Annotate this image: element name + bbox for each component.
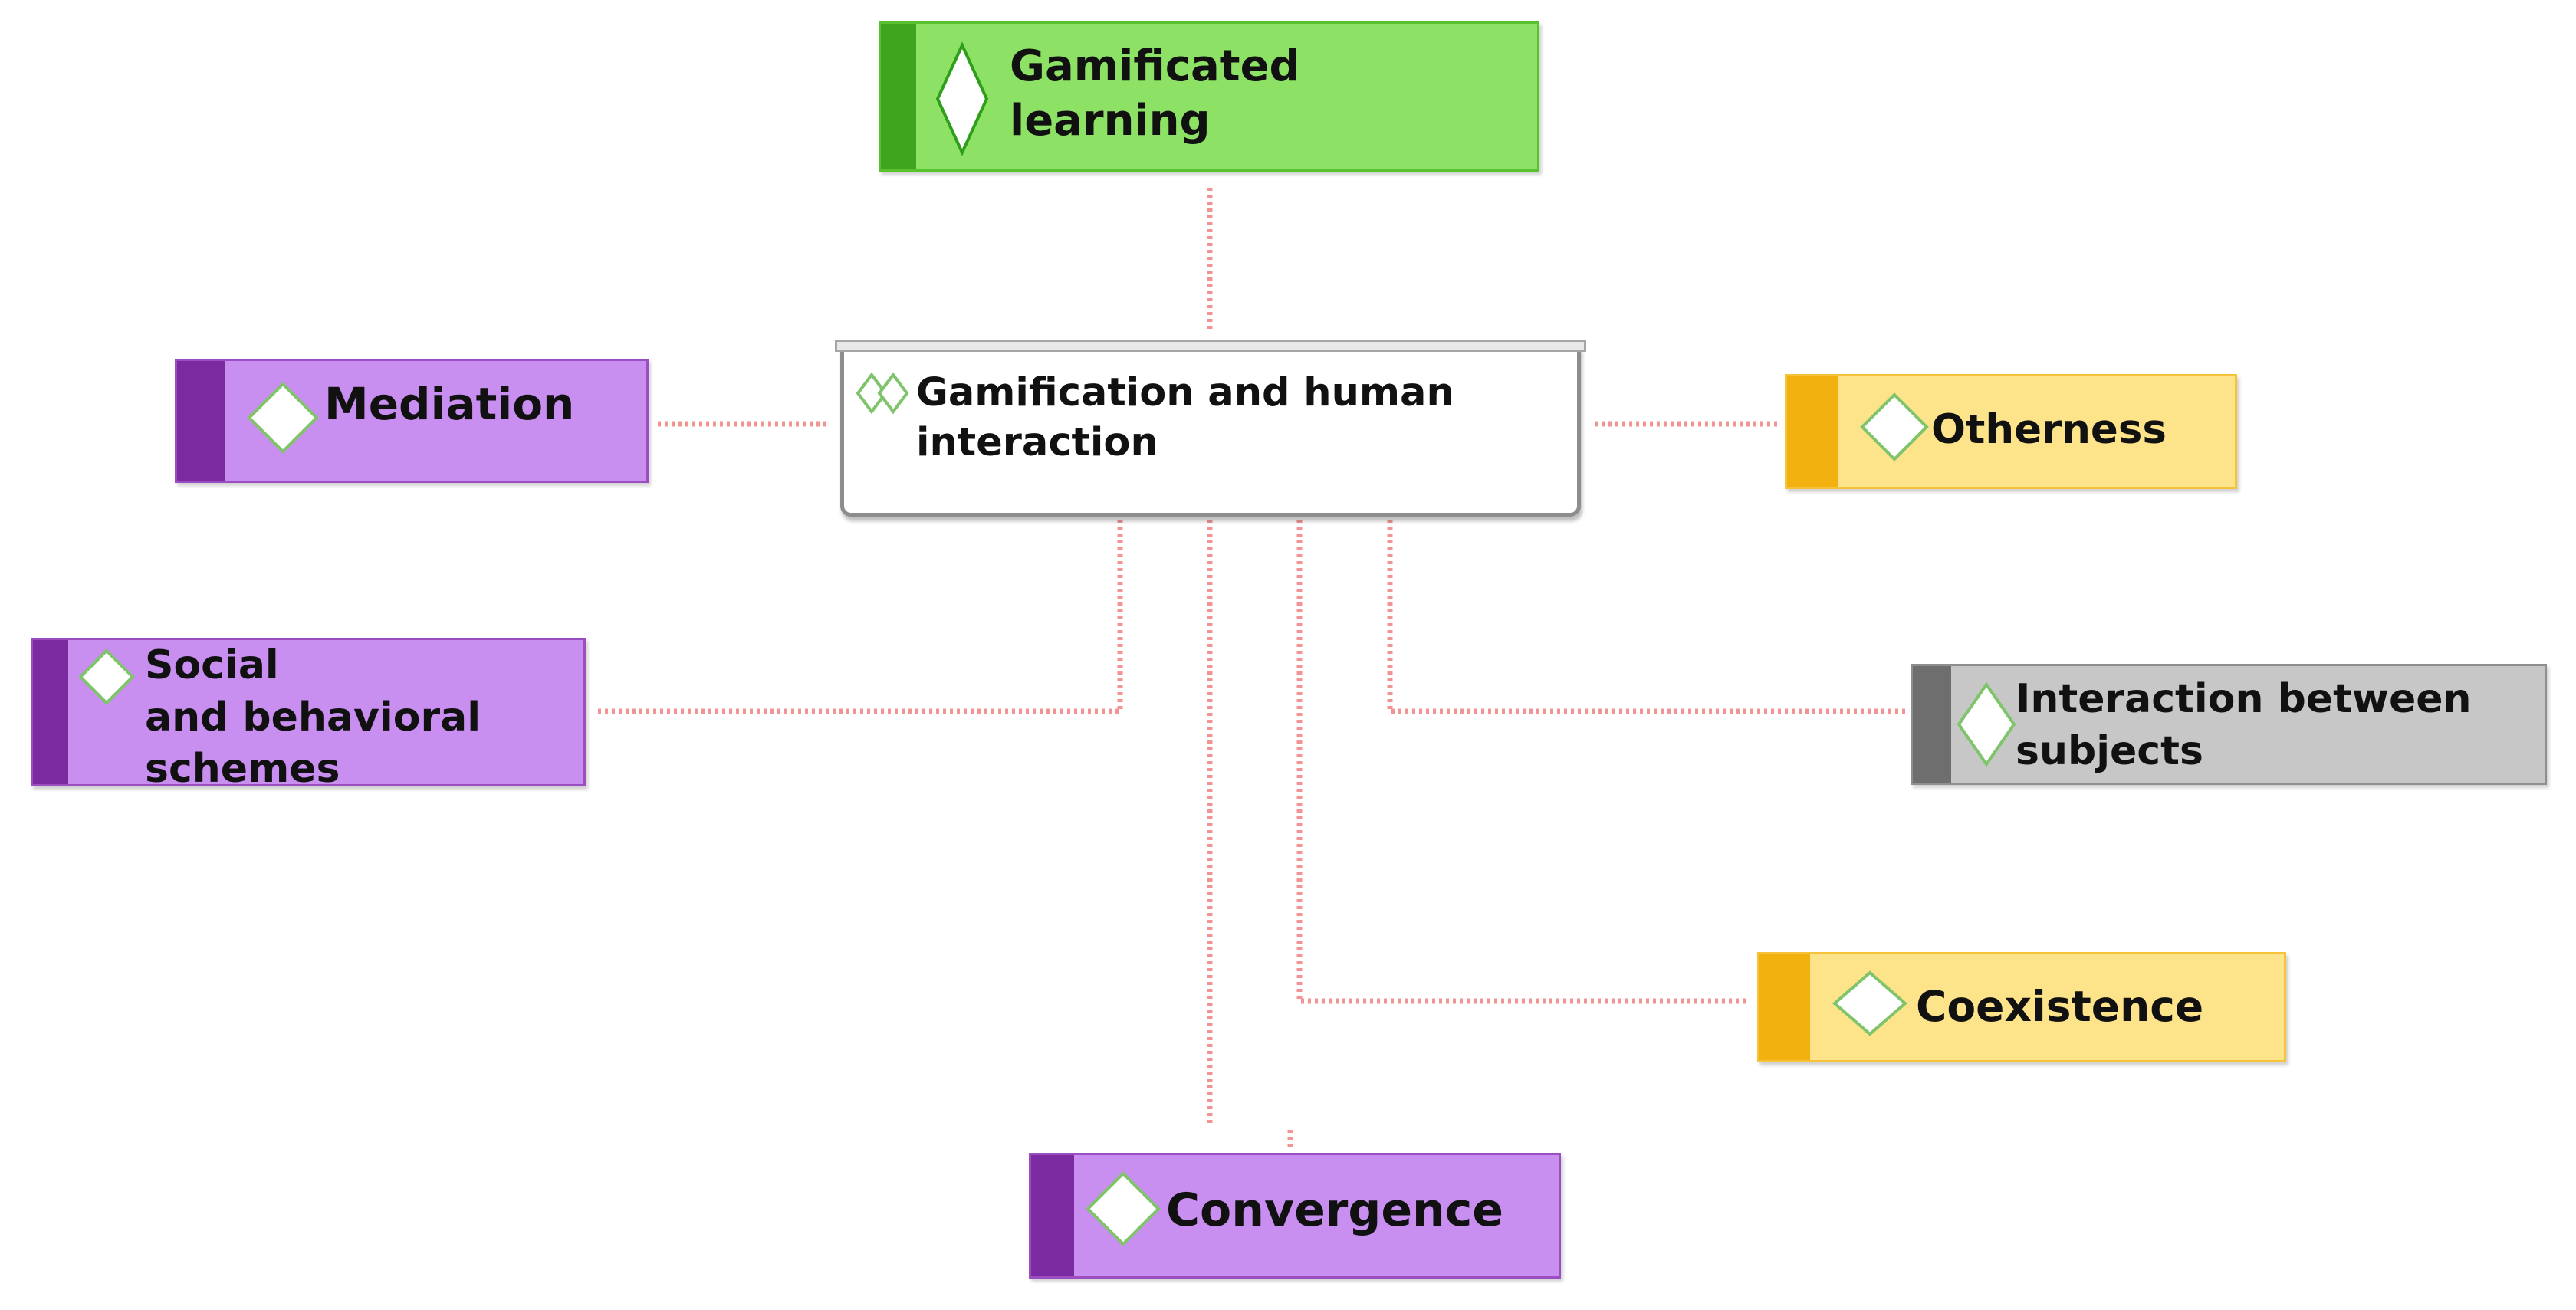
node-title-bar [835, 340, 1586, 352]
node-label: Gamification and human interaction [916, 369, 1454, 468]
node-label: Coexistence [1916, 980, 2203, 1034]
node-color-bar [1787, 376, 1838, 487]
node-color-bar [1913, 666, 1951, 783]
node-label: Otherness [1931, 404, 2167, 455]
node-color-bar [1031, 1155, 1074, 1276]
node-interaction-between-subjects[interactable]: Interaction between subjects [1911, 664, 2547, 785]
diamond-icon [935, 41, 989, 156]
node-label: Gamificated learning [1010, 39, 1300, 148]
diamond-icon [1957, 681, 2016, 767]
diamond-icon [247, 382, 319, 454]
label-line-3: schemes [145, 746, 340, 793]
label-line-1: Coexistence [1916, 982, 2204, 1031]
node-color-bar [1760, 954, 1810, 1060]
label-line-1: Convergence [1166, 1184, 1503, 1237]
node-color-bar [33, 640, 68, 784]
label-line-1: Mediation [324, 378, 575, 430]
node-mediation[interactable]: Mediation [175, 359, 649, 483]
diamond-icon [1086, 1171, 1161, 1246]
label-line-2: subjects [2016, 727, 2203, 774]
label-line-1: Social [145, 642, 279, 688]
node-coexistence[interactable]: Coexistence [1757, 952, 2286, 1062]
label-line-2: learning [1010, 96, 1211, 146]
label-line-1: Interaction between [2016, 676, 2472, 722]
double-diamond-icon [856, 372, 909, 415]
label-line-1: Otherness [1931, 406, 2167, 453]
connector-social [594, 520, 1123, 714]
node-otherness[interactable]: Otherness [1785, 374, 2237, 489]
connector-coexistence [1296, 520, 1750, 1004]
node-center-gamification-human-interaction[interactable]: Gamification and human interaction [835, 340, 1586, 517]
node-label: Convergence [1166, 1181, 1503, 1239]
connector-interaction [1387, 520, 1909, 714]
node-label: Interaction between subjects [2016, 674, 2472, 777]
diamond-icon [1860, 392, 1929, 461]
diamond-icon [1832, 970, 1908, 1036]
node-color-bar [177, 361, 225, 481]
node-gamificated-learning[interactable]: Gamificated learning [879, 21, 1539, 172]
label-line-2: and behavioral [145, 694, 481, 740]
node-social-behavioral-schemes[interactable]: Social and behavioral schemes [31, 638, 586, 792]
node-label: Social and behavioral schemes [145, 640, 481, 796]
diamond-icon [78, 648, 135, 705]
node-label: Mediation [324, 376, 574, 433]
label-line-2: interaction [916, 419, 1158, 465]
node-convergence[interactable]: Convergence [1029, 1153, 1561, 1279]
node-color-bar [881, 24, 916, 169]
label-line-1: Gamificated [1010, 41, 1300, 91]
label-line-1: Gamification and human [916, 370, 1454, 415]
